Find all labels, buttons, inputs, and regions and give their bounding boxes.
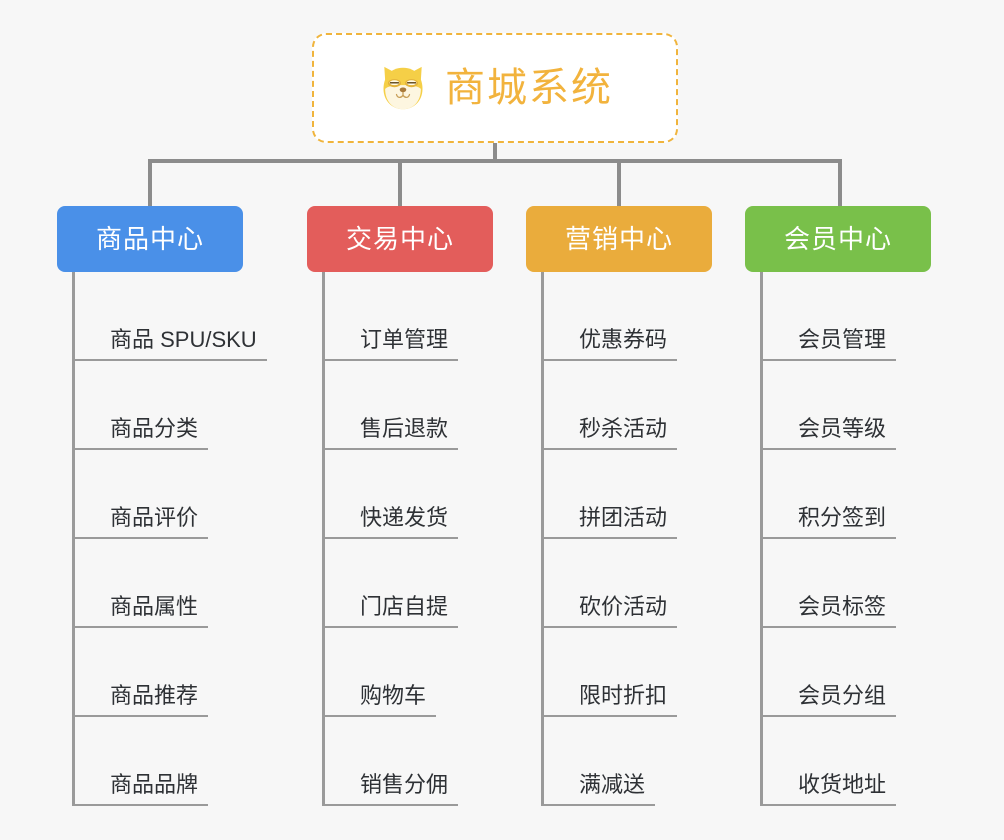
- leaf-item-label: 拼团活动: [579, 504, 668, 530]
- leaf-item[interactable]: 商品属性: [72, 539, 209, 628]
- leaf-item-label: 商品分类: [110, 415, 199, 441]
- connector-root-stem: [493, 143, 497, 162]
- leaf-item[interactable]: 商品分类: [72, 361, 209, 450]
- leaf-item[interactable]: 会员等级: [760, 361, 897, 450]
- category-label-marketing-center: 营销中心: [564, 224, 673, 254]
- leaf-item-label: 快递发货: [360, 504, 449, 530]
- root-node-title: 商城系统: [445, 66, 613, 110]
- leaf-item-label: 会员等级: [798, 415, 887, 441]
- leaf-item-underline: 满减送: [541, 771, 656, 806]
- leaf-item[interactable]: 砍价活动: [541, 539, 678, 628]
- leaf-item[interactable]: 快递发货: [322, 450, 459, 539]
- leaf-item-underline: 会员管理: [760, 326, 897, 361]
- leaf-item[interactable]: 拼团活动: [541, 450, 678, 539]
- leaf-item-label: 商品属性: [110, 593, 199, 619]
- leaf-item-label: 秒杀活动: [579, 415, 668, 441]
- category-box-product-center[interactable]: 商品中心: [57, 206, 243, 272]
- leaf-item-label: 满减送: [579, 771, 646, 797]
- leaf-item-underline: 收货地址: [760, 771, 897, 806]
- leaf-item[interactable]: 收货地址: [760, 717, 897, 806]
- leaf-item-label: 销售分佣: [360, 771, 449, 797]
- leaf-item[interactable]: 订单管理: [322, 272, 459, 361]
- leaf-item-underline: 优惠券码: [541, 326, 678, 361]
- leaf-item-label: 商品评价: [110, 504, 199, 530]
- connector-drop-marketing-center: [617, 159, 621, 206]
- leaf-item[interactable]: 积分签到: [760, 450, 897, 539]
- leaf-item-label: 会员管理: [798, 326, 887, 352]
- leaf-item-underline: 售后退款: [322, 415, 459, 450]
- leaf-item[interactable]: 优惠券码: [541, 272, 678, 361]
- leaf-item-label: 收货地址: [798, 771, 887, 797]
- branch-spine-product-center: [72, 272, 75, 806]
- leaf-item-underline: 拼团活动: [541, 504, 678, 539]
- leaf-item-underline: 商品分类: [72, 415, 209, 450]
- leaf-item-label: 优惠券码: [579, 326, 668, 352]
- branch-spine-marketing-center: [541, 272, 544, 806]
- leaf-item-label: 会员分组: [798, 682, 887, 708]
- connector-drop-trade-center: [398, 159, 402, 206]
- leaf-item[interactable]: 门店自提: [322, 539, 459, 628]
- leaf-item-label: 购物车: [360, 682, 427, 708]
- leaf-item-underline: 会员等级: [760, 415, 897, 450]
- leaf-item[interactable]: 会员标签: [760, 539, 897, 628]
- leaf-item[interactable]: 商品评价: [72, 450, 209, 539]
- leaf-item-label: 积分签到: [798, 504, 887, 530]
- leaf-item-underline: 会员分组: [760, 682, 897, 717]
- leaf-item-underline: 商品属性: [72, 593, 209, 628]
- leaf-item-label: 订单管理: [360, 326, 449, 352]
- leaf-item[interactable]: 限时折扣: [541, 628, 678, 717]
- leaf-item-underline: 快递发货: [322, 504, 459, 539]
- connector-horizontal-bus: [148, 159, 842, 163]
- leaf-item-underline: 订单管理: [322, 326, 459, 361]
- leaf-item[interactable]: 商品 SPU/SKU: [72, 272, 267, 361]
- branch-spine-member-center: [760, 272, 763, 806]
- leaf-item-underline: 商品 SPU/SKU: [72, 327, 267, 361]
- leaf-item[interactable]: 会员分组: [760, 628, 897, 717]
- shiba-dog-icon: [383, 66, 423, 110]
- leaf-item[interactable]: 售后退款: [322, 361, 459, 450]
- leaf-item-label: 商品推荐: [110, 682, 199, 708]
- leaf-item-underline: 购物车: [322, 682, 437, 717]
- root-node-shopping-mall-system[interactable]: 商城系统: [312, 33, 678, 143]
- leaf-item-label: 售后退款: [360, 415, 449, 441]
- leaf-item-underline: 限时折扣: [541, 682, 678, 717]
- category-box-trade-center[interactable]: 交易中心: [307, 206, 493, 272]
- branch-spine-trade-center: [322, 272, 325, 806]
- leaf-item-underline: 积分签到: [760, 504, 897, 539]
- leaf-item-label: 砍价活动: [579, 593, 668, 619]
- leaf-item[interactable]: 商品推荐: [72, 628, 209, 717]
- leaf-item[interactable]: 满减送: [541, 717, 656, 806]
- leaf-item-underline: 销售分佣: [322, 771, 459, 806]
- leaf-item-label: 商品品牌: [110, 771, 199, 797]
- leaf-item-label: 限时折扣: [579, 682, 668, 708]
- category-label-member-center: 会员中心: [783, 224, 892, 254]
- leaf-item[interactable]: 会员管理: [760, 272, 897, 361]
- leaf-item-underline: 会员标签: [760, 593, 897, 628]
- category-label-product-center: 商品中心: [95, 224, 204, 254]
- category-box-member-center[interactable]: 会员中心: [745, 206, 931, 272]
- leaf-item-label: 商品 SPU/SKU: [110, 326, 257, 352]
- leaf-item-underline: 秒杀活动: [541, 415, 678, 450]
- leaf-item-underline: 门店自提: [322, 593, 459, 628]
- leaf-item[interactable]: 购物车: [322, 628, 437, 717]
- category-label-trade-center: 交易中心: [345, 224, 454, 254]
- leaf-item[interactable]: 秒杀活动: [541, 361, 678, 450]
- leaf-item[interactable]: 销售分佣: [322, 717, 459, 806]
- connector-drop-member-center: [838, 159, 842, 206]
- leaf-item-underline: 商品评价: [72, 504, 209, 539]
- leaf-item-underline: 商品推荐: [72, 682, 209, 717]
- leaf-item-label: 会员标签: [798, 593, 887, 619]
- leaf-item[interactable]: 商品品牌: [72, 717, 209, 806]
- leaf-item-underline: 商品品牌: [72, 771, 209, 806]
- leaf-item-label: 门店自提: [360, 593, 449, 619]
- leaf-item-underline: 砍价活动: [541, 593, 678, 628]
- connector-drop-product-center: [148, 159, 152, 206]
- category-box-marketing-center[interactable]: 营销中心: [526, 206, 712, 272]
